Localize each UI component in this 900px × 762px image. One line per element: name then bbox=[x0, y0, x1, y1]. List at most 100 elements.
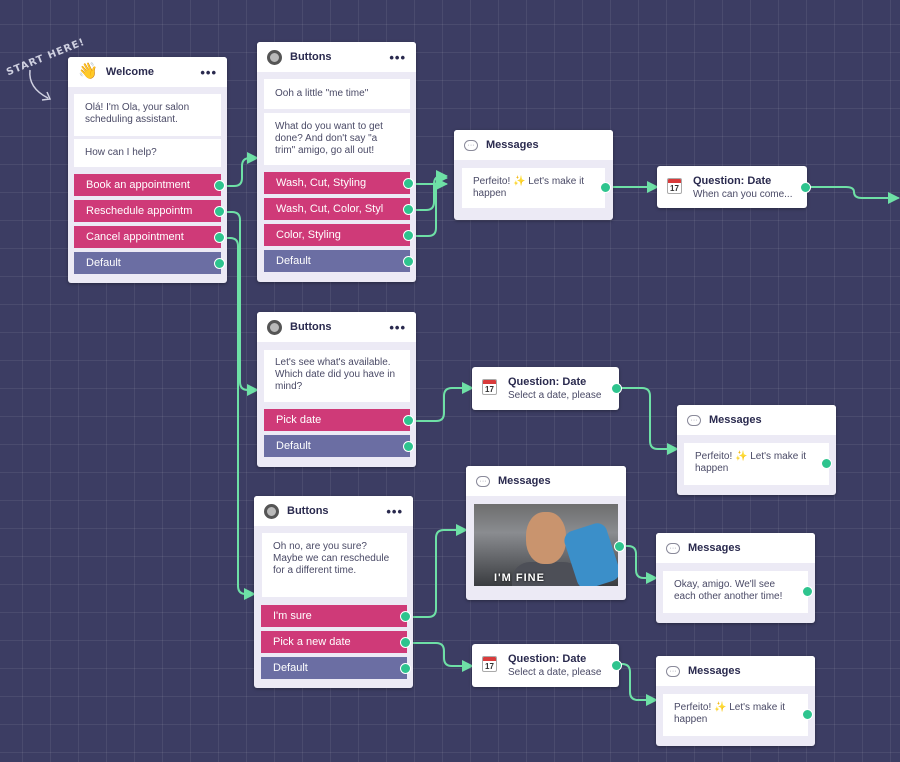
welcome-message-intro: Olá! I'm Ola, your salon scheduling assi… bbox=[74, 94, 221, 136]
calendar-icon: 17 bbox=[667, 178, 682, 194]
port-messages-okay[interactable] bbox=[802, 586, 813, 597]
port-question-date-bottom[interactable] bbox=[611, 660, 622, 671]
buttons-mid-default-button[interactable]: Default bbox=[264, 435, 410, 457]
gif-caption: I'M FINE bbox=[494, 572, 545, 584]
question-date-top-subtitle: When can you come... bbox=[693, 189, 793, 200]
buttons-bottom-header[interactable]: Buttons ••• bbox=[254, 496, 413, 526]
messages-okay-title: Messages bbox=[688, 542, 741, 554]
port-welcome-default[interactable] bbox=[214, 258, 225, 269]
buttons-mid-title: Buttons bbox=[290, 321, 332, 333]
speech-bubble-icon: ··· bbox=[666, 542, 680, 554]
messages-node-bottom[interactable]: ··· Messages Perfeito! ✨ Let's make it h… bbox=[656, 656, 815, 746]
speech-bubble-icon: ··· bbox=[666, 665, 680, 677]
speech-bubble-icon: ··· bbox=[687, 414, 701, 426]
port-book[interactable] bbox=[214, 180, 225, 191]
buttons-ring-icon bbox=[264, 503, 279, 519]
port-messages-bottom[interactable] bbox=[802, 709, 813, 720]
messages-bottom-text: Perfeito! ✨ Let's make it happen bbox=[663, 694, 808, 736]
gif-image: I'M FINE bbox=[474, 504, 618, 586]
buttons-mid-menu-button[interactable]: ••• bbox=[389, 319, 406, 335]
question-date-node-mid[interactable]: 17 Question: Date Select a date, please bbox=[472, 367, 622, 410]
cancel-appointment-button[interactable]: Cancel appointment bbox=[74, 226, 221, 248]
question-date-bottom-subtitle: Select a date, please bbox=[508, 667, 602, 678]
wire-im-sure bbox=[404, 524, 468, 618]
speech-bubble-icon: ··· bbox=[476, 475, 490, 487]
messages-okay-header[interactable]: ··· Messages bbox=[656, 533, 815, 563]
start-arrow bbox=[29, 69, 49, 99]
port-buttons-top-default[interactable] bbox=[403, 256, 414, 267]
buttons-top-title: Buttons bbox=[290, 51, 332, 63]
buttons-top-header[interactable]: Buttons ••• bbox=[257, 42, 416, 72]
buttons-mid-header[interactable]: Buttons ••• bbox=[257, 312, 416, 342]
welcome-menu-button[interactable]: ••• bbox=[200, 64, 217, 80]
buttons-mid-message: Let's see what's available. Which date d… bbox=[264, 350, 410, 402]
welcome-node-header[interactable]: 👋 Welcome ••• bbox=[68, 57, 227, 87]
port-question-date-mid[interactable] bbox=[611, 383, 622, 394]
buttons-top-message-me-time: Ooh a little "me time" bbox=[264, 79, 410, 109]
messages-mid-title: Messages bbox=[709, 414, 762, 426]
messages-node-gif[interactable]: ··· Messages I'M FINE bbox=[466, 466, 626, 600]
port-wash-cut-styling[interactable] bbox=[403, 178, 414, 189]
question-date-node-top[interactable]: 17 Question: Date When can you come... bbox=[657, 166, 811, 208]
port-buttons-bottom-default[interactable] bbox=[400, 663, 411, 674]
buttons-node-bottom[interactable]: Buttons ••• Oh no, are you sure? Maybe w… bbox=[254, 496, 413, 688]
buttons-ring-icon bbox=[267, 49, 282, 65]
calendar-icon: 17 bbox=[482, 656, 497, 672]
buttons-top-menu-button[interactable]: ••• bbox=[389, 49, 406, 65]
wire-cancel-to-buttons bbox=[219, 237, 256, 600]
messages-top-header[interactable]: ··· Messages bbox=[454, 130, 613, 160]
buttons-top-default-button[interactable]: Default bbox=[264, 250, 410, 272]
port-color-styling[interactable] bbox=[403, 230, 414, 241]
port-question-date-top[interactable] bbox=[800, 182, 811, 193]
messages-node-top[interactable]: ··· Messages Perfeito! ✨ Let's make it h… bbox=[454, 130, 613, 220]
buttons-node-mid[interactable]: Buttons ••• Let's see what's available. … bbox=[257, 312, 416, 467]
messages-top-text: Perfeito! ✨ Let's make it happen bbox=[462, 168, 605, 208]
wash-cut-color-styling-button[interactable]: Wash, Cut, Color, Styl bbox=[264, 198, 410, 220]
pick-new-date-button[interactable]: Pick a new date bbox=[261, 631, 407, 653]
port-cancel[interactable] bbox=[214, 232, 225, 243]
buttons-ring-icon bbox=[267, 319, 282, 335]
welcome-default-button[interactable]: Default bbox=[74, 252, 221, 274]
messages-top-title: Messages bbox=[486, 139, 539, 151]
question-date-mid-title: Question: Date bbox=[508, 376, 587, 388]
calendar-icon: 17 bbox=[482, 379, 497, 395]
messages-gif-header[interactable]: ··· Messages bbox=[466, 466, 626, 496]
messages-node-okay[interactable]: ··· Messages Okay, amigo. We'll see each… bbox=[656, 533, 815, 623]
question-date-top-title: Question: Date bbox=[693, 175, 772, 187]
wire-date-to-bottom-messages bbox=[615, 663, 658, 706]
buttons-bottom-message: Oh no, are you sure? Maybe we can resche… bbox=[262, 533, 407, 597]
messages-mid-header[interactable]: ··· Messages bbox=[677, 405, 836, 435]
welcome-node[interactable]: 👋 Welcome ••• Olá! I'm Ola, your salon s… bbox=[68, 57, 227, 283]
messages-node-mid[interactable]: ··· Messages Perfeito! ✨ Let's make it h… bbox=[677, 405, 836, 495]
welcome-title: Welcome bbox=[105, 66, 155, 78]
question-date-mid-subtitle: Select a date, please bbox=[508, 390, 602, 401]
messages-mid-text: Perfeito! ✨ Let's make it happen bbox=[684, 443, 829, 485]
welcome-message-help: How can I help? bbox=[74, 139, 221, 167]
question-date-node-bottom[interactable]: 17 Question: Date Select a date, please bbox=[472, 644, 622, 687]
messages-okay-text: Okay, amigo. We'll see each other anothe… bbox=[663, 571, 808, 613]
port-messages-top[interactable] bbox=[600, 182, 611, 193]
wash-cut-styling-button[interactable]: Wash, Cut, Styling bbox=[264, 172, 410, 194]
port-wash-cut-color[interactable] bbox=[403, 204, 414, 215]
port-reschedule[interactable] bbox=[214, 206, 225, 217]
buttons-bottom-default-button[interactable]: Default bbox=[261, 657, 407, 679]
messages-bottom-header[interactable]: ··· Messages bbox=[656, 656, 815, 686]
port-pick-date[interactable] bbox=[403, 415, 414, 426]
port-pick-new-date[interactable] bbox=[400, 637, 411, 648]
pick-date-button[interactable]: Pick date bbox=[264, 409, 410, 431]
port-messages-gif[interactable] bbox=[614, 541, 625, 552]
question-date-bottom-title: Question: Date bbox=[508, 653, 587, 665]
reschedule-appointment-button[interactable]: Reschedule appointm bbox=[74, 200, 221, 222]
color-styling-button[interactable]: Color, Styling bbox=[264, 224, 410, 246]
wire-date-exit bbox=[805, 186, 900, 204]
speech-bubble-icon: ··· bbox=[464, 139, 478, 151]
buttons-bottom-menu-button[interactable]: ••• bbox=[386, 503, 403, 519]
port-im-sure[interactable] bbox=[400, 611, 411, 622]
book-appointment-button[interactable]: Book an appointment bbox=[74, 174, 221, 196]
messages-bottom-title: Messages bbox=[688, 665, 741, 677]
port-buttons-mid-default[interactable] bbox=[403, 441, 414, 452]
port-messages-mid[interactable] bbox=[821, 458, 832, 469]
im-sure-button[interactable]: I'm sure bbox=[261, 605, 407, 627]
buttons-node-top[interactable]: Buttons ••• Ooh a little "me time" What … bbox=[257, 42, 416, 282]
buttons-bottom-title: Buttons bbox=[287, 505, 329, 517]
